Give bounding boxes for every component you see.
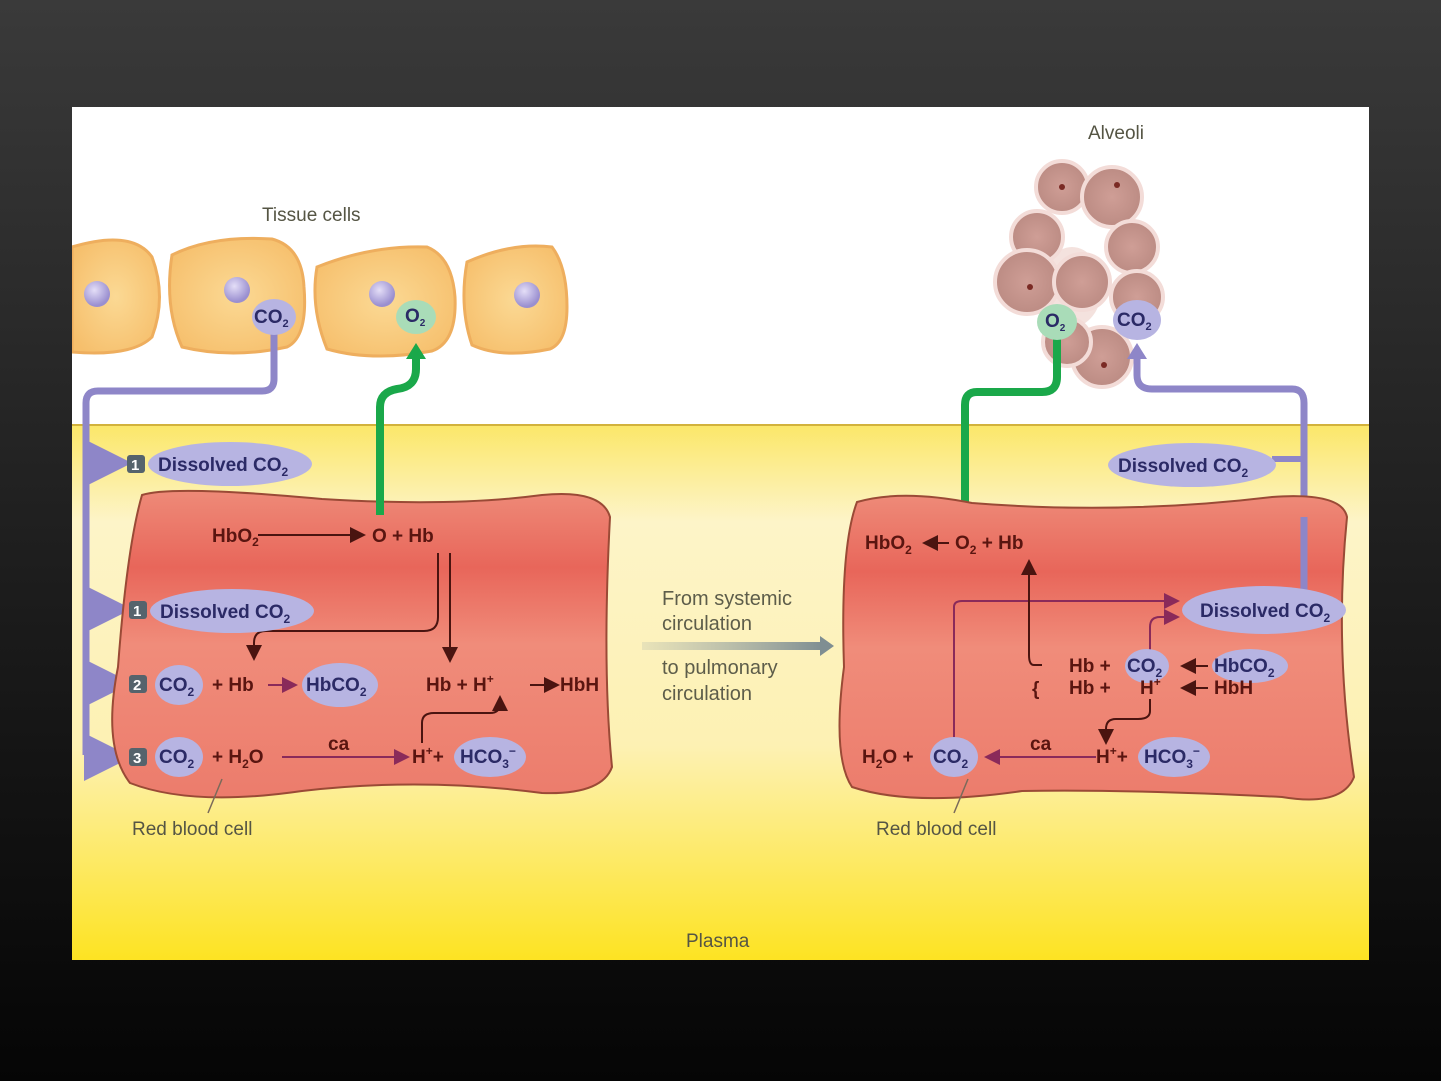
svg-text:2: 2 — [133, 677, 141, 694]
svg-text:1: 1 — [131, 457, 139, 474]
svg-text:Hb +: Hb + — [1069, 678, 1111, 699]
svg-text:HbCO2: HbCO2 — [1214, 656, 1275, 680]
svg-text:Dissolved CO2: Dissolved CO2 — [1118, 456, 1249, 480]
svg-text:circulation: circulation — [662, 613, 752, 635]
svg-text:HCO3−: HCO3− — [460, 744, 516, 771]
step-1-cell-dissolved-co2: 1 Dissolved CO2 — [129, 589, 314, 633]
step-1-plasma-dissolved-co2: 1 Dissolved CO2 — [127, 442, 312, 486]
svg-text:HbH: HbH — [1214, 678, 1253, 699]
svg-text:HbCO2: HbCO2 — [306, 675, 367, 699]
svg-text:CO2: CO2 — [1127, 656, 1163, 680]
o2-path-tissue — [376, 357, 420, 515]
svg-text:CO2: CO2 — [254, 307, 289, 330]
tissue-cells — [72, 236, 569, 358]
svg-text:Dissolved CO2: Dissolved CO2 — [160, 602, 291, 626]
svg-text:ca: ca — [328, 734, 350, 755]
step-2-carbaminohemoglobin: 2 CO2 + Hb HbCO2 — [129, 663, 378, 707]
svg-text:H+: H+ — [1140, 675, 1161, 699]
svg-text:O2: O2 — [1045, 311, 1066, 334]
svg-text:circulation: circulation — [662, 683, 752, 705]
gas-exchange-diagram: Tissue cells CO2 O2 1 Dissolved CO2 HbO2… — [72, 123, 1369, 960]
svg-text:{: { — [1032, 679, 1039, 700]
right-plasma-dissolved-co2: Dissolved CO2 — [1108, 443, 1276, 487]
svg-text:3: 3 — [133, 750, 141, 767]
o2-path-alveoli — [961, 337, 1061, 507]
right-red-blood-cell — [838, 494, 1356, 801]
left-hbh-formation: Hb + H+ HbH — [426, 672, 599, 696]
svg-text:1: 1 — [133, 603, 141, 620]
svg-text:O + Hb: O + Hb — [372, 526, 434, 547]
svg-text:HbO2: HbO2 — [865, 533, 912, 557]
left-hbo2-dissociation: HbO2 O + Hb — [212, 526, 434, 549]
svg-text:+ H2O: + H2O — [212, 747, 264, 771]
svg-text:Dissolved CO2: Dissolved CO2 — [1200, 601, 1331, 625]
svg-text:ca: ca — [1030, 734, 1052, 755]
svg-text:CO2: CO2 — [159, 747, 195, 771]
right-bicarbonate-reversal: H2O + CO2 ca H++ HCO3− — [862, 734, 1210, 777]
svg-text:Hb + H+: Hb + H+ — [426, 672, 494, 696]
svg-text:H2O +: H2O + — [862, 747, 914, 771]
svg-text:O2: O2 — [405, 306, 426, 329]
step-3-bicarbonate: 3 CO2 + H2O ca H++ HCO3− — [129, 734, 526, 777]
right-rbc-label: Red blood cell — [876, 819, 996, 840]
svg-text:CO2: CO2 — [159, 675, 195, 699]
circulation-transfer-arrow: From systemic circulation to pulmonary c… — [642, 588, 834, 705]
diagram-slide: Tissue cells CO2 O2 1 Dissolved CO2 HbO2… — [72, 107, 1369, 960]
tissue-o2-bubble: O2 — [396, 300, 436, 334]
alveoli-co2-bubble: CO2 — [1113, 300, 1161, 340]
co2-path-alveoli — [1133, 357, 1308, 602]
svg-text:HCO3−: HCO3− — [1144, 744, 1200, 771]
alveoli-o2-bubble: O2 — [1037, 304, 1077, 340]
plasma-label: Plasma — [686, 931, 750, 952]
svg-text:Dissolved CO2: Dissolved CO2 — [158, 455, 289, 479]
svg-text:CO2: CO2 — [1117, 310, 1152, 333]
right-cell-dissolved-co2: Dissolved CO2 — [1182, 586, 1346, 634]
tissue-cells-label: Tissue cells — [262, 205, 361, 226]
svg-text:HbH: HbH — [560, 675, 599, 696]
alveoli-label: Alveoli — [1088, 123, 1144, 144]
svg-text:CO2: CO2 — [933, 747, 969, 771]
svg-text:+ Hb: + Hb — [212, 675, 254, 696]
tissue-co2-bubble: CO2 — [252, 299, 296, 335]
svg-text:H++: H++ — [1096, 744, 1128, 768]
svg-text:Hb +: Hb + — [1069, 656, 1111, 677]
co2-path-tissue — [82, 329, 278, 755]
left-rbc-label: Red blood cell — [132, 819, 252, 840]
right-hbo2-formation: HbO2 O2 + Hb — [865, 533, 1023, 557]
right-hb-release-reactions: { Hb + CO2 HbCO2 Hb + H+ HbH — [1032, 649, 1288, 700]
svg-text:HbO2: HbO2 — [212, 526, 259, 549]
left-red-blood-cell — [111, 489, 614, 799]
svg-text:From systemic: From systemic — [662, 588, 792, 610]
svg-text:O2 + Hb: O2 + Hb — [955, 533, 1023, 557]
svg-text:to pulmonary: to pulmonary — [662, 657, 778, 679]
svg-text:H++: H++ — [412, 744, 444, 768]
